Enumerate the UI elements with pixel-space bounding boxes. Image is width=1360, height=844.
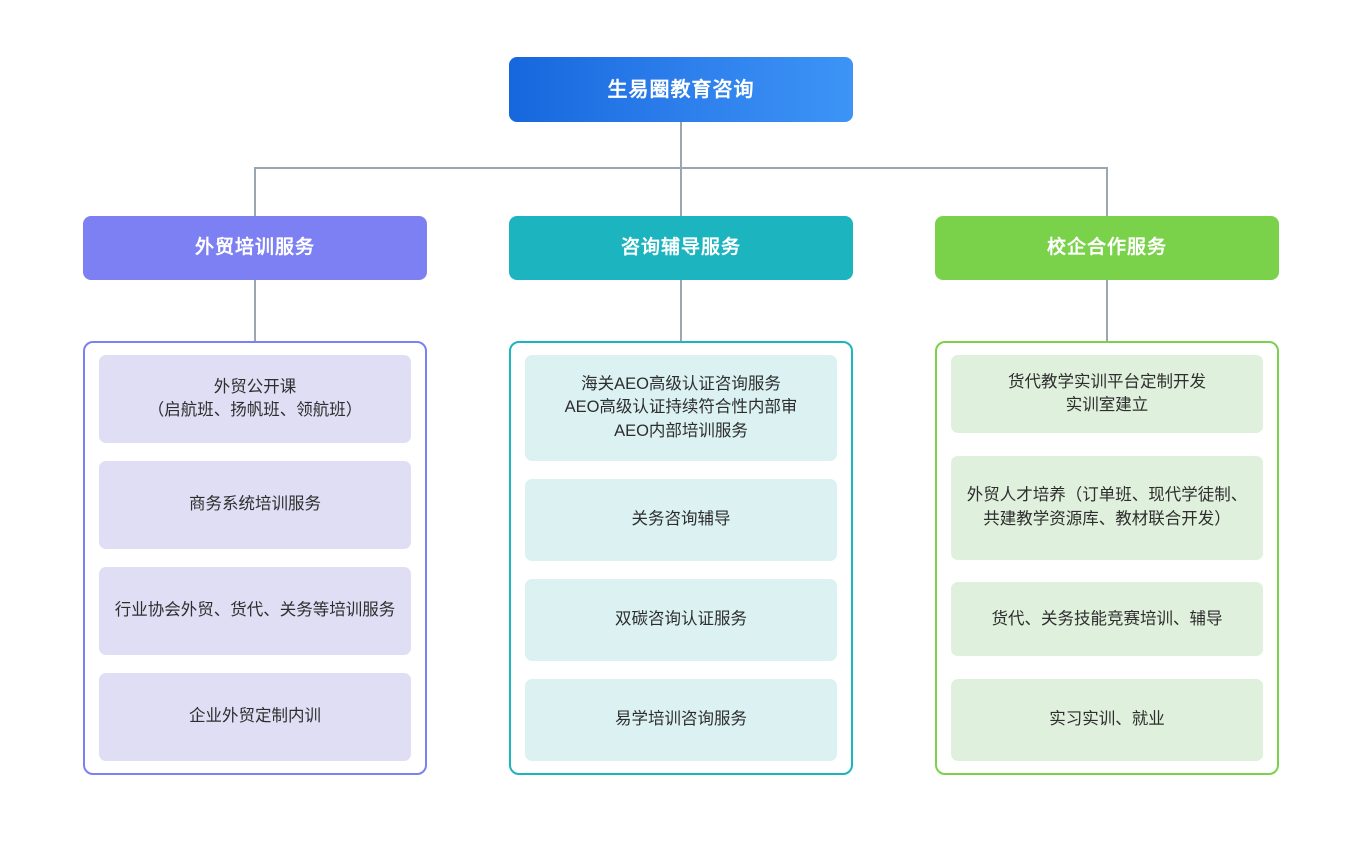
branch-foreign-trade-training: 外贸培训服务 外贸公开课 （启航班、扬帆班、领航班） 商务系统培训服务 行业协会…: [83, 216, 427, 775]
branch-consulting-tutoring: 咨询辅导服务 海关AEO高级认证咨询服务 AEO高级认证持续符合性内部审 AEO…: [509, 216, 853, 775]
list-item[interactable]: 企业外贸定制内训: [99, 673, 411, 761]
list-item[interactable]: 关务咨询辅导: [525, 479, 837, 561]
connector-drop-branch-3: [1106, 167, 1108, 216]
connector-branch-1-body: [254, 280, 256, 341]
branch-title: 外贸培训服务: [194, 236, 315, 258]
connector-drop-branch-1: [254, 167, 256, 216]
branch-header-consulting-tutoring[interactable]: 咨询辅导服务: [509, 216, 853, 280]
connector-branch-3-body: [1106, 280, 1108, 341]
branch-school-enterprise-cooperation: 校企合作服务 货代教学实训平台定制开发 实训室建立 外贸人才培养（订单班、现代学…: [935, 216, 1279, 775]
list-item[interactable]: 易学培训咨询服务: [525, 679, 837, 761]
root-node[interactable]: 生易圈教育咨询: [509, 57, 853, 122]
root-node-title: 生易圈教育咨询: [607, 78, 755, 101]
connector-horizontal-bus: [254, 167, 1108, 169]
branch-header-foreign-trade-training[interactable]: 外贸培训服务: [83, 216, 427, 280]
branch-body-foreign-trade-training: 外贸公开课 （启航班、扬帆班、领航班） 商务系统培训服务 行业协会外贸、货代、关…: [83, 341, 427, 775]
list-item[interactable]: 行业协会外贸、货代、关务等培训服务: [99, 567, 411, 655]
list-item[interactable]: 货代、关务技能竞赛培训、辅导: [951, 582, 1263, 657]
list-item[interactable]: 货代教学实训平台定制开发 实训室建立: [951, 355, 1263, 433]
list-item[interactable]: 双碳咨询认证服务: [525, 579, 837, 661]
list-item[interactable]: 海关AEO高级认证咨询服务 AEO高级认证持续符合性内部审 AEO内部培训服务: [525, 355, 837, 461]
branch-title: 校企合作服务: [1046, 236, 1167, 258]
branch-body-school-enterprise-cooperation: 货代教学实训平台定制开发 实训室建立 外贸人才培养（订单班、现代学徒制、共建教学…: [935, 341, 1279, 775]
connector-root-stem: [680, 122, 682, 216]
list-item[interactable]: 外贸公开课 （启航班、扬帆班、领航班）: [99, 355, 411, 443]
list-item[interactable]: 外贸人才培养（订单班、现代学徒制、共建教学资源库、教材联合开发）: [951, 455, 1263, 560]
connector-branch-2-body: [680, 280, 682, 341]
branch-header-school-enterprise-cooperation[interactable]: 校企合作服务: [935, 216, 1279, 280]
list-item[interactable]: 实习实训、就业: [951, 678, 1263, 761]
branch-body-consulting-tutoring: 海关AEO高级认证咨询服务 AEO高级认证持续符合性内部审 AEO内部培训服务 …: [509, 341, 853, 775]
branch-title: 咨询辅导服务: [620, 236, 741, 258]
list-item[interactable]: 商务系统培训服务: [99, 461, 411, 549]
